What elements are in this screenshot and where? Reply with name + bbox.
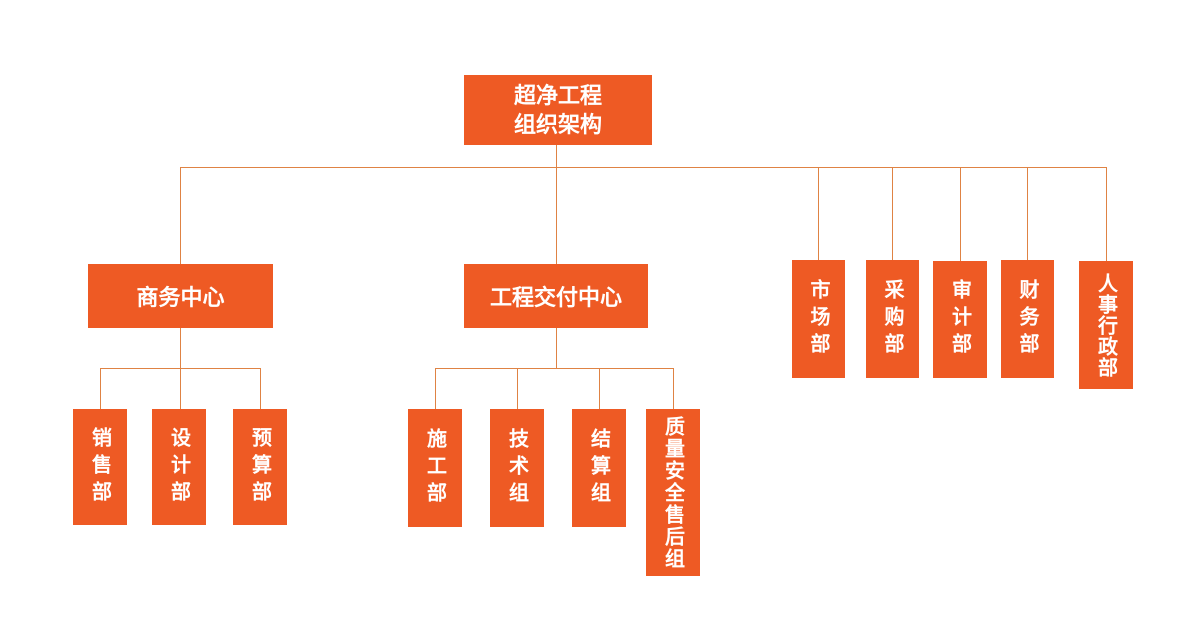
connector-drop-technical-group: [517, 368, 518, 409]
connector-business-stub: [180, 328, 181, 368]
org-node-audit-dept-label: 审计部: [948, 279, 971, 360]
connector-drop-finance-dept: [1027, 167, 1028, 260]
org-node-hr-admin-dept-label: 人事行政部: [1094, 272, 1117, 378]
connector-drop-settlement-group: [599, 368, 600, 409]
org-node-hr-admin-dept: 人事行政部: [1079, 261, 1133, 389]
connector-main-rail: [180, 167, 1106, 168]
org-node-procurement-dept-label: 采购部: [881, 278, 903, 360]
org-node-construction-dept-label: 施工部: [423, 427, 446, 509]
connector-drop-market-dept: [818, 167, 819, 260]
org-node-root-line1: 超净工程: [513, 83, 602, 108]
org-node-delivery-center: 工程交付中心: [464, 264, 648, 328]
org-node-sales-dept: 销售部: [73, 409, 127, 525]
org-node-market-dept-label: 市场部: [807, 278, 829, 360]
connector-drop-construction-dept: [435, 368, 436, 409]
org-node-settlement-group: 结算组: [572, 409, 626, 527]
org-node-delivery-center-label: 工程交付中心: [489, 285, 622, 310]
org-node-design-dept-label: 设计部: [167, 426, 190, 508]
connector-drop-business-center: [180, 167, 181, 264]
connector-root-stub: [556, 145, 557, 167]
org-node-quality-safety-aftersales-group-label: 质量安全售后组: [661, 415, 684, 570]
org-node-finance-dept-label: 财务部: [1016, 278, 1038, 360]
connector-drop-audit-dept: [960, 167, 961, 261]
org-node-technical-group: 技术组: [490, 409, 544, 527]
connector-drop-quality-group: [673, 368, 674, 409]
org-node-procurement-dept: 采购部: [866, 260, 919, 378]
org-node-audit-dept: 审计部: [933, 261, 987, 378]
connector-drop-budget-dept: [260, 368, 261, 409]
org-node-market-dept: 市场部: [792, 260, 845, 378]
connector-drop-sales-dept: [100, 368, 101, 409]
org-node-business-center: 商务中心: [88, 264, 273, 328]
connector-delivery-stub: [556, 328, 557, 368]
org-node-root-line2: 组织架构: [513, 112, 602, 137]
org-node-budget-dept: 预算部: [233, 409, 287, 525]
connector-drop-delivery-center: [556, 167, 557, 264]
org-node-construction-dept: 施工部: [408, 409, 462, 527]
connector-drop-hr-admin-dept: [1106, 167, 1107, 261]
org-node-finance-dept: 财务部: [1001, 260, 1054, 378]
org-node-technical-group-label: 技术组: [505, 427, 528, 509]
connector-delivery-rail: [435, 368, 673, 369]
org-node-sales-dept-label: 销售部: [88, 426, 111, 508]
connector-drop-design-dept: [180, 368, 181, 409]
org-node-root: 超净工程 组织架构: [464, 75, 652, 145]
org-node-settlement-group-label: 结算组: [587, 427, 610, 509]
org-node-budget-dept-label: 预算部: [248, 426, 271, 508]
connector-drop-procurement-dept: [892, 167, 893, 260]
org-node-business-center-label: 商务中心: [136, 285, 225, 310]
org-node-quality-safety-aftersales-group: 质量安全售后组: [646, 409, 700, 576]
org-node-design-dept: 设计部: [152, 409, 206, 525]
